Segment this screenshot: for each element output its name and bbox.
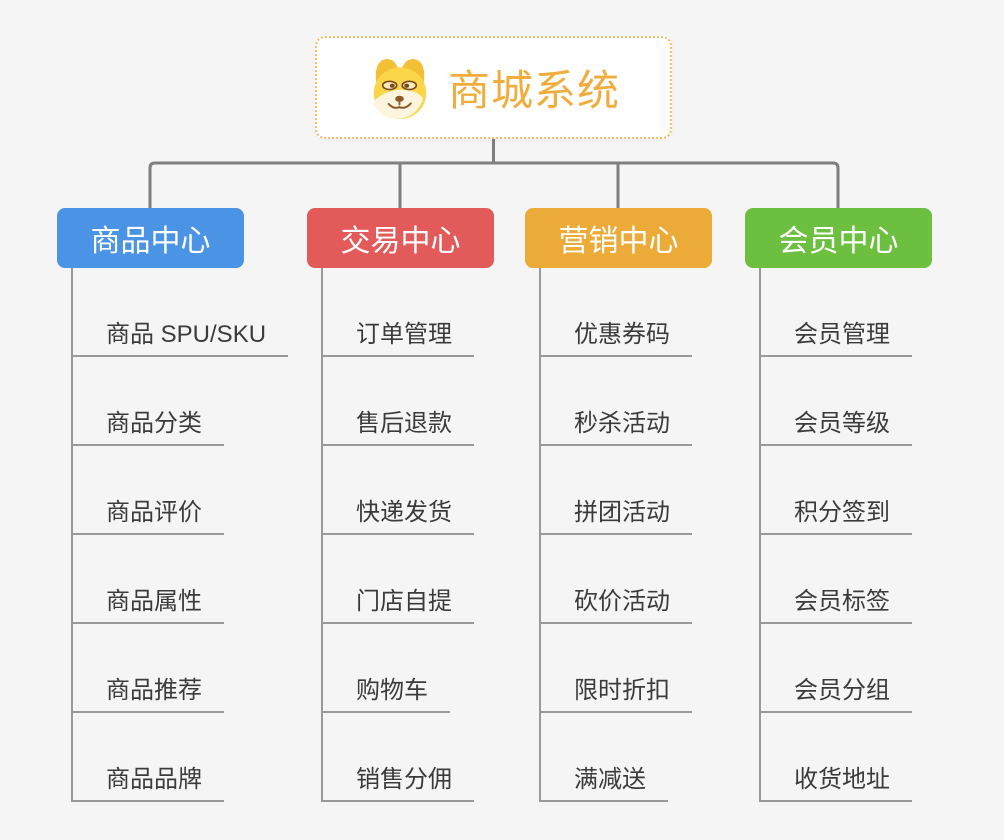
leaf-node[interactable]: 商品推荐 xyxy=(72,675,224,713)
leaf-node[interactable]: 收货地址 xyxy=(760,764,912,802)
leaf-node[interactable]: 会员标签 xyxy=(760,586,912,624)
branch-label: 商品中心 xyxy=(90,225,211,258)
root-title: 商城系统 xyxy=(447,67,620,114)
branch-header[interactable]: 交易中心 xyxy=(307,208,494,268)
leaf-node[interactable]: 砍价活动 xyxy=(540,586,692,624)
leaf-node[interactable]: 商品 SPU/SKU xyxy=(72,319,289,357)
leaf-node[interactable]: 积分签到 xyxy=(760,497,912,535)
leaf-node[interactable]: 拼团活动 xyxy=(540,497,692,535)
branch-connector-line xyxy=(759,268,761,802)
doge-icon xyxy=(367,55,433,123)
bus-line xyxy=(148,161,840,208)
leaf-node[interactable]: 门店自提 xyxy=(322,586,474,624)
leaf-node[interactable]: 购物车 xyxy=(322,675,450,713)
leaf-node[interactable]: 满减送 xyxy=(540,764,668,802)
leaf-node[interactable]: 优惠券码 xyxy=(540,319,692,357)
leaf-node[interactable]: 售后退款 xyxy=(322,408,474,446)
leaf-node[interactable]: 会员管理 xyxy=(760,319,912,357)
branch-label: 营销中心 xyxy=(558,225,679,258)
leaf-node[interactable]: 销售分佣 xyxy=(322,764,474,802)
leaf-node[interactable]: 商品属性 xyxy=(72,586,224,624)
branch-header[interactable]: 营销中心 xyxy=(525,208,712,268)
branch-header[interactable]: 商品中心 xyxy=(57,208,244,268)
leaf-node[interactable]: 会员分组 xyxy=(760,675,912,713)
branch-header[interactable]: 会员中心 xyxy=(745,208,932,268)
leaf-node[interactable]: 快递发货 xyxy=(322,497,474,535)
branch-connector-line xyxy=(539,268,541,802)
leaf-node[interactable]: 限时折扣 xyxy=(540,675,692,713)
leaf-node[interactable]: 会员等级 xyxy=(760,408,912,446)
leaf-node[interactable]: 秒杀活动 xyxy=(540,408,692,446)
leaf-node[interactable]: 商品品牌 xyxy=(72,764,224,802)
leaf-node[interactable]: 商品评价 xyxy=(72,497,224,535)
leaf-node[interactable]: 商品分类 xyxy=(72,408,224,446)
root-node[interactable]: 商城系统 xyxy=(315,36,672,139)
branch-label: 会员中心 xyxy=(778,225,899,258)
branch-label: 交易中心 xyxy=(340,225,461,258)
leaf-node[interactable]: 订单管理 xyxy=(322,319,474,357)
branch-connector-line xyxy=(71,268,73,802)
branch-connector-line xyxy=(321,268,323,802)
